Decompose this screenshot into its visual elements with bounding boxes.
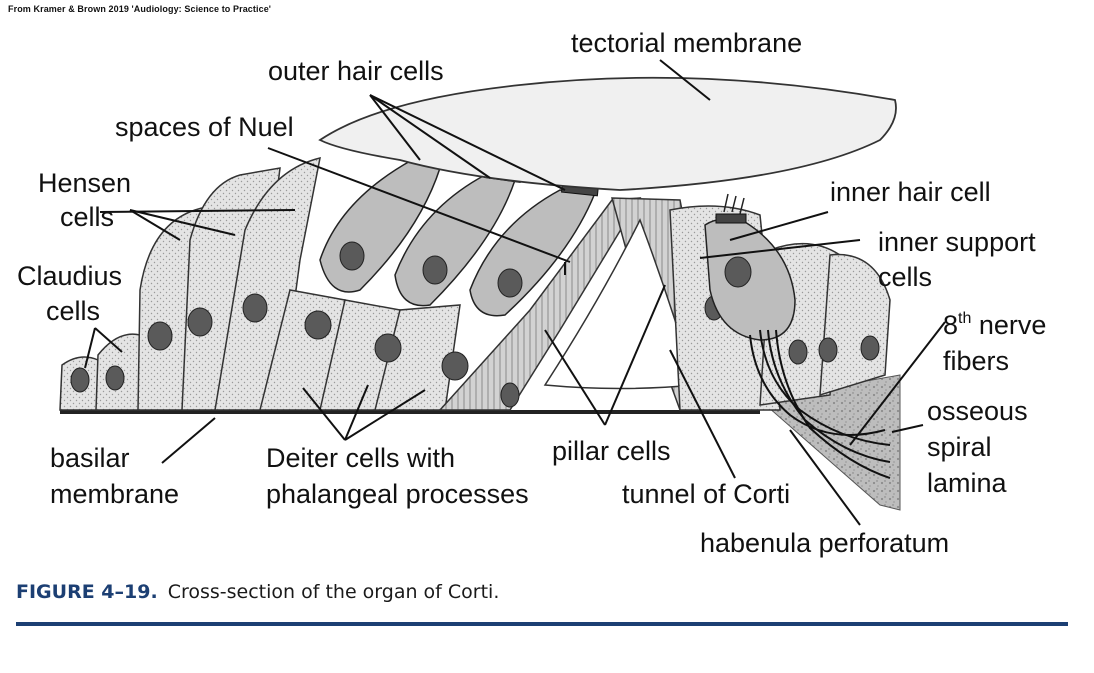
label-basilar-line1: basilar — [50, 443, 130, 473]
basilar-membrane — [60, 410, 760, 414]
label-claudius-cells-line2: cells — [46, 296, 100, 326]
label-nerve-fibers-line1: 8th nerve — [943, 310, 1046, 340]
hensen-cells — [137, 156, 321, 411]
label-tunnel-of-corti: tunnel of Corti — [622, 479, 790, 509]
label-basilar-line2: membrane — [50, 479, 179, 509]
source-credit: From Kramer & Brown 2019 'Audiology: Sci… — [8, 4, 272, 14]
figure-number: FIGURE 4–19. — [16, 581, 158, 603]
label-osseous-line2: spiral — [927, 432, 992, 462]
nerve-word: nerve — [971, 310, 1046, 340]
label-spaces-of-nuel: spaces of Nuel — [115, 112, 294, 142]
tunnel-of-corti — [543, 218, 696, 390]
tectorial-membrane — [318, 76, 897, 191]
nerve-number: 8 — [943, 310, 958, 340]
organ-of-corti-diagram: tectorial membrane outer hair cells spac… — [17, 28, 1046, 558]
label-inner-support-cells-line2: cells — [878, 262, 932, 292]
deiter-cells — [259, 289, 469, 411]
label-nerve-fibers-line2: fibers — [943, 346, 1009, 376]
claudius-cells — [59, 333, 141, 411]
caption-text: Cross-section of the organ of Corti. — [167, 581, 500, 603]
label-inner-support-cells-line1: inner support — [878, 227, 1036, 257]
caption-rule — [16, 622, 1068, 626]
label-deiter-line2: phalangeal processes — [266, 479, 529, 509]
label-tectorial-membrane: tectorial membrane — [571, 28, 802, 58]
nerve-superscript: th — [958, 310, 971, 327]
label-pillar-cells: pillar cells — [552, 436, 671, 466]
nerve-fibers — [749, 329, 891, 479]
label-inner-hair-cell: inner hair cell — [830, 177, 991, 207]
label-outer-hair-cells: outer hair cells — [268, 56, 444, 86]
label-hensen-cells-line1: Hensen — [38, 168, 131, 198]
label-claudius-cells-line1: Claudius — [17, 261, 122, 291]
leader-lines — [84, 59, 946, 526]
label-deiter-line1: Deiter cells with — [266, 443, 455, 473]
label-habenula-perforatum: habenula perforatum — [700, 528, 949, 558]
label-osseous-line3: lamina — [927, 468, 1008, 498]
figure-caption: FIGURE 4–19. Cross-section of the organ o… — [16, 581, 499, 603]
label-osseous-line1: osseous — [927, 396, 1028, 426]
label-hensen-cells-line2: cells — [60, 202, 114, 232]
